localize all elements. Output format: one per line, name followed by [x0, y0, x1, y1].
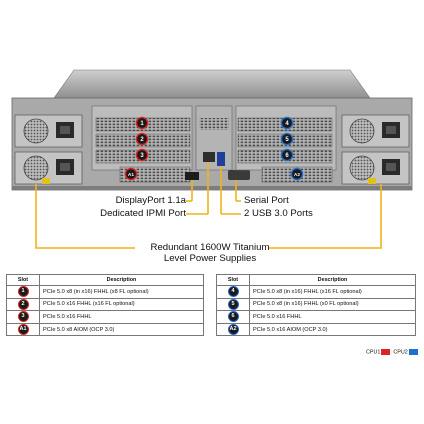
serial-port-label: Serial Port — [244, 195, 289, 206]
slot-cell: 2 — [6, 297, 40, 312]
io-center — [185, 105, 250, 180]
svg-text:A2: A2 — [294, 172, 300, 178]
svg-text:5: 5 — [285, 137, 289, 143]
slot-badge: A1 — [17, 324, 29, 336]
callout-lines — [35, 162, 382, 249]
slot-badge-a2: A2 — [290, 167, 304, 181]
slot-badge: 4 — [227, 286, 239, 298]
slot-badge-6: 6 — [280, 148, 294, 162]
description-cell: PCIe 5.0 x8 (in x16) FHHL (x8 FL optiona… — [39, 285, 204, 299]
serial-port-shape — [228, 170, 250, 180]
psu-left-leader — [35, 184, 135, 249]
cpu-legend: CPU1 CPU2 — [366, 349, 421, 355]
table-row: 5 PCIe 5.0 x8 (in x16) FHHL (x0 FL option… — [216, 297, 416, 312]
svg-text:4: 4 — [285, 121, 289, 127]
svg-text:3: 3 — [140, 153, 144, 159]
psu-right-leader — [268, 184, 382, 249]
psu-label-line2: Level Power Supplies — [163, 253, 257, 264]
psu-left-bottom — [14, 151, 83, 185]
chassis-top — [53, 69, 371, 99]
cpu1-legend-swatch — [381, 349, 391, 355]
ipmi-port-label: Dedicated IPMI Port — [100, 208, 186, 219]
svg-text:A1: A1 — [128, 172, 134, 178]
ipmi-port-shape — [203, 152, 215, 162]
slot-table-left: Slot Description 1 PCIe 5.0 x8 (in x16) F… — [6, 274, 204, 337]
table-row: 3 PCIe 5.0 x16 FHHL — [6, 310, 204, 324]
displayport-label: DisplayPort 1.1a — [115, 195, 186, 206]
slot-cell: A2 — [216, 322, 250, 337]
psu-right-top — [341, 114, 410, 148]
svg-text:1: 1 — [140, 121, 144, 127]
description-cell: PCIe 5.0 x8 (in x16) FHHL (x16 FL option… — [249, 285, 416, 299]
table-row: A1 PCIe 5.0 x8 AIOM (OCP 3.0) — [6, 322, 204, 337]
description-header: Description — [39, 274, 204, 286]
slot-cell: 5 — [216, 297, 250, 312]
slot-badge: A2 — [227, 324, 239, 336]
psu-label-line1: Redundant 1600W Titanium — [150, 242, 270, 253]
description-cell: PCIe 5.0 x16 FHHL — [249, 310, 416, 324]
cpu2-legend-swatch — [408, 349, 418, 355]
cpu2-legend-label: CPU2 — [393, 349, 408, 356]
table-row: 2 PCIe 5.0 x16 FHHL (x16 FL optional) — [6, 297, 204, 312]
slot-cell: 3 — [6, 310, 40, 324]
slot-badge: 1 — [17, 286, 29, 298]
table-row: 4 PCIe 5.0 x8 (in x16) FHHL (x16 FL optio… — [216, 285, 416, 299]
slot-cell: 1 — [6, 285, 40, 299]
slot-badge: 5 — [227, 298, 239, 310]
svg-text:2: 2 — [140, 137, 144, 143]
description-cell: PCIe 5.0 x8 AIOM (OCP 3.0) — [39, 322, 204, 337]
description-header: Description — [249, 274, 416, 286]
slot-badge-4: 4 — [280, 116, 294, 130]
svg-text:6: 6 — [285, 153, 289, 159]
description-cell: PCIe 5.0 x16 FHHL — [39, 310, 204, 324]
slot-header: Slot — [216, 274, 250, 286]
slot-badge-2: 2 — [135, 132, 149, 146]
slot-badge: 3 — [17, 311, 29, 323]
table-row: A2 PCIe 5.0 x16 AIOM (OCP 3.0) — [216, 322, 416, 337]
slot-cell: A1 — [6, 322, 40, 337]
slot-badge-5: 5 — [280, 132, 294, 146]
displayport-shape — [185, 172, 199, 180]
psu-right-bottom — [341, 151, 410, 185]
slot-header: Slot — [6, 274, 40, 286]
slot-badge-a1: A1 — [124, 167, 138, 181]
table-row: 6 PCIe 5.0 x16 FHHL — [216, 310, 416, 324]
slot-badge-3: 3 — [135, 148, 149, 162]
description-cell: PCIe 5.0 x16 AIOM (OCP 3.0) — [249, 322, 416, 337]
slot-cell: 4 — [216, 285, 250, 299]
pcie-cage-right — [235, 105, 337, 183]
cpu1-legend-label: CPU1 — [366, 349, 381, 356]
slot-badge-1: 1 — [135, 116, 149, 130]
description-cell: PCIe 5.0 x16 FHHL (x16 FL optional) — [39, 297, 204, 312]
slot-badge: 2 — [17, 298, 29, 310]
slot-badge: 6 — [227, 311, 239, 323]
usb-ports-label: 2 USB 3.0 Ports — [244, 208, 313, 219]
slot-cell: 6 — [216, 310, 250, 324]
usb-ports-shape — [217, 152, 225, 166]
table-row: 1 PCIe 5.0 x8 (in x16) FHHL (x8 FL option… — [6, 285, 204, 299]
psu-left-top — [14, 114, 83, 148]
description-cell: PCIe 5.0 x8 (in x16) FHHL (x0 FL optiona… — [249, 297, 416, 312]
